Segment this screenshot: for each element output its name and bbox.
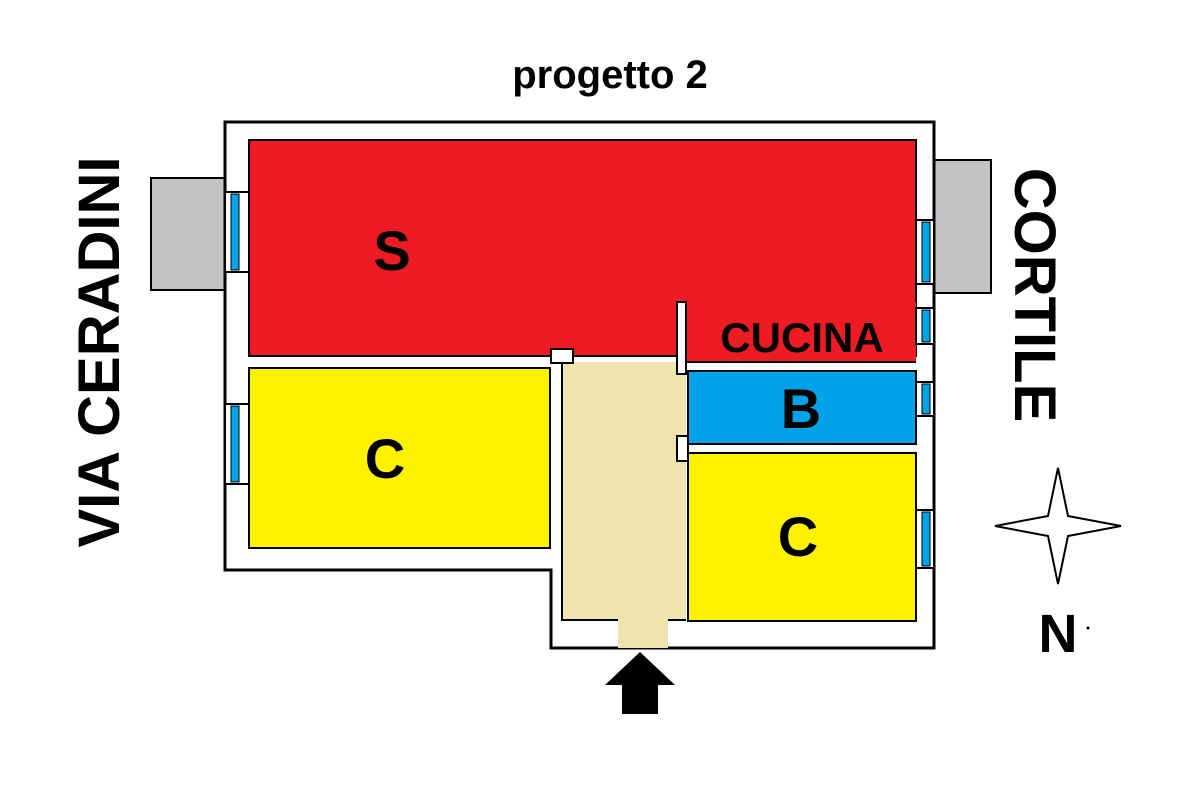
room-hall <box>562 362 686 648</box>
door-jamb-bath <box>676 435 689 462</box>
room-bath <box>687 370 917 445</box>
door-jamb-left <box>550 348 574 364</box>
street-label-right: CORTILE <box>1002 168 1067 423</box>
room-kitchen <box>686 302 916 362</box>
room-label-bath: B <box>781 377 821 440</box>
balcony-right <box>933 159 992 294</box>
street-label-left: VIA CERADINI <box>67 157 132 548</box>
compass-dot <box>1086 626 1090 630</box>
compass-label: N <box>1039 604 1078 664</box>
door-jamb-kitchen <box>676 301 687 375</box>
balcony-left <box>150 177 226 291</box>
room-bedroom-left <box>248 367 551 549</box>
plan-title: progetto 2 <box>512 53 708 97</box>
room-label-bedroom-left: C <box>365 427 405 490</box>
room-label-bedroom-right: C <box>778 505 818 568</box>
compass-star-icon <box>994 467 1122 585</box>
entrance-arrow-icon <box>605 652 675 714</box>
room-label-living: S <box>373 219 410 282</box>
room-label-kitchen: CUCINA <box>720 314 883 361</box>
room-bedroom-right <box>687 452 917 622</box>
